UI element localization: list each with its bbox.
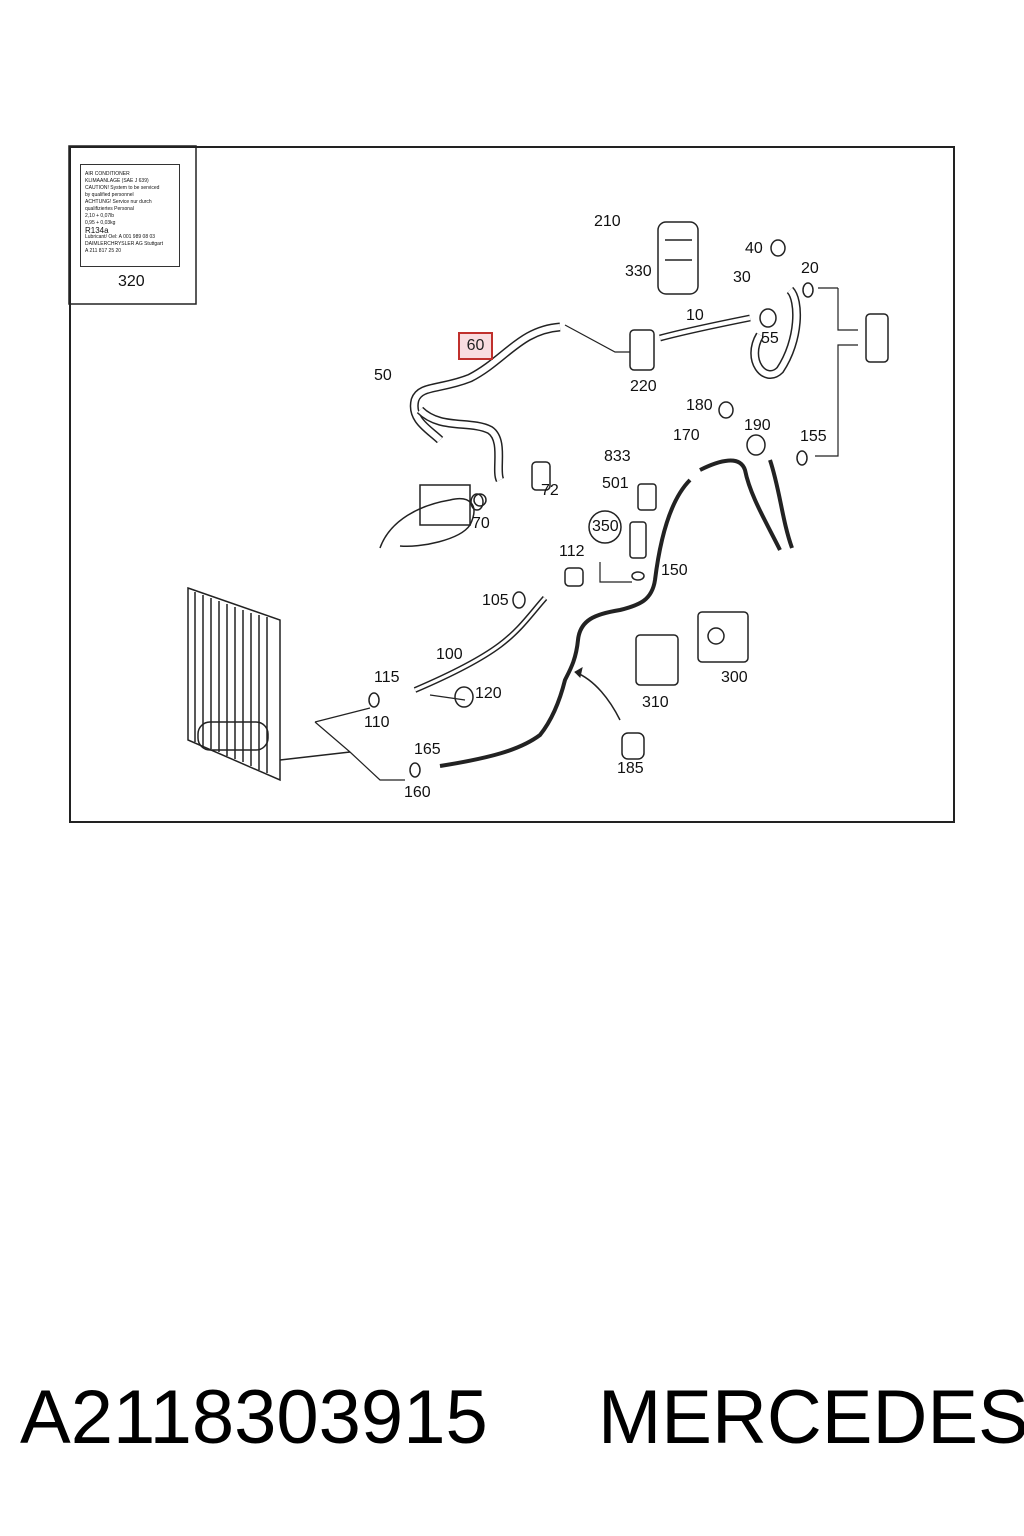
callout-40[interactable]: 40 <box>745 240 763 257</box>
callout-833[interactable]: 833 <box>604 448 631 465</box>
callout-190[interactable]: 190 <box>744 417 771 434</box>
plate-line: KLIMAANLAGE (SAE J 639) <box>85 178 149 184</box>
callout-501[interactable]: 501 <box>602 475 629 492</box>
plate-line: CAUTION! System to be serviced <box>85 185 160 191</box>
callout-100[interactable]: 100 <box>436 646 463 663</box>
grommet-185 <box>621 732 645 760</box>
plate-line: A 211 817 25 20 <box>85 248 122 254</box>
callout-110[interactable]: 110 <box>364 714 390 731</box>
callout-120[interactable]: 120 <box>475 685 502 702</box>
plate-line: by qualified personnel <box>85 192 134 198</box>
callout-55[interactable]: 55 <box>761 330 779 347</box>
callout-115[interactable]: 115 <box>374 669 400 686</box>
clip-310 <box>635 634 679 686</box>
callout-10[interactable]: 10 <box>686 307 704 324</box>
line-150 <box>439 478 692 768</box>
plate-line: DAIMLERCHRYSLER AG Stuttgart <box>85 241 163 247</box>
callout-105[interactable]: 105 <box>482 592 509 609</box>
callout-170[interactable]: 170 <box>673 427 700 444</box>
fitting-112 <box>564 567 584 587</box>
callout-210[interactable]: 210 <box>594 213 621 230</box>
component-330 <box>657 221 699 295</box>
callout-350[interactable]: 350 <box>592 518 619 535</box>
circle-350 <box>588 510 622 544</box>
switch-501 <box>637 483 657 511</box>
part-number: A2118303915 <box>20 1375 488 1460</box>
fitting-72 <box>531 461 551 491</box>
callout-155[interactable]: 155 <box>800 428 827 445</box>
plate-line: 0,95 + 0,03kg <box>85 220 116 226</box>
label-plate-frame <box>68 145 197 305</box>
plate-line: qualifiziertes Personal <box>85 206 134 212</box>
ac-lines-diagram <box>68 145 889 782</box>
callout-220[interactable]: 220 <box>630 378 657 395</box>
callout-20[interactable]: 20 <box>801 260 819 277</box>
plate-line: 2,10 + 0,07lb <box>85 213 115 219</box>
plate-refrigerant: R134a <box>85 227 109 234</box>
callout-310[interactable]: 310 <box>642 694 669 711</box>
callout-72[interactable]: 72 <box>541 482 559 499</box>
callout-30[interactable]: 30 <box>733 269 751 286</box>
callout-150[interactable]: 150 <box>661 562 688 579</box>
callout-60-highlighted[interactable]: 60 <box>458 332 493 360</box>
valve-20 <box>865 313 889 363</box>
refrigerant-label-plate: AIR CONDITIONER KLIMAANLAGE (SAE J 639) … <box>80 164 180 267</box>
callout-300[interactable]: 300 <box>721 669 748 686</box>
part-caption: A2118303915 MERCEDES <box>20 1370 1024 1470</box>
plate-line: AIR CONDITIONER <box>85 171 130 177</box>
bracket-220 <box>629 329 655 371</box>
plate-line: ACHTUNG! Service nur durch <box>85 199 152 205</box>
callout-70[interactable]: 70 <box>472 515 490 532</box>
callout-50[interactable]: 50 <box>374 367 392 384</box>
condenser <box>187 586 351 782</box>
callout-165[interactable]: 165 <box>414 741 441 758</box>
callout-185[interactable]: 185 <box>617 760 644 777</box>
callout-180[interactable]: 180 <box>686 397 713 414</box>
line-100 <box>413 596 548 693</box>
compressor <box>379 484 487 549</box>
parts-diagram-frame <box>69 146 955 823</box>
callout-112[interactable]: 112 <box>559 543 585 560</box>
callout-330[interactable]: 330 <box>625 263 652 280</box>
plate-line: Lubricant/ Oel: A 001 989 08 03 <box>85 234 156 240</box>
brand-name: MERCEDES <box>598 1375 1024 1460</box>
callout-160[interactable]: 160 <box>404 784 431 801</box>
callout-320[interactable]: 320 <box>118 273 145 290</box>
bracket-300 <box>697 611 749 663</box>
